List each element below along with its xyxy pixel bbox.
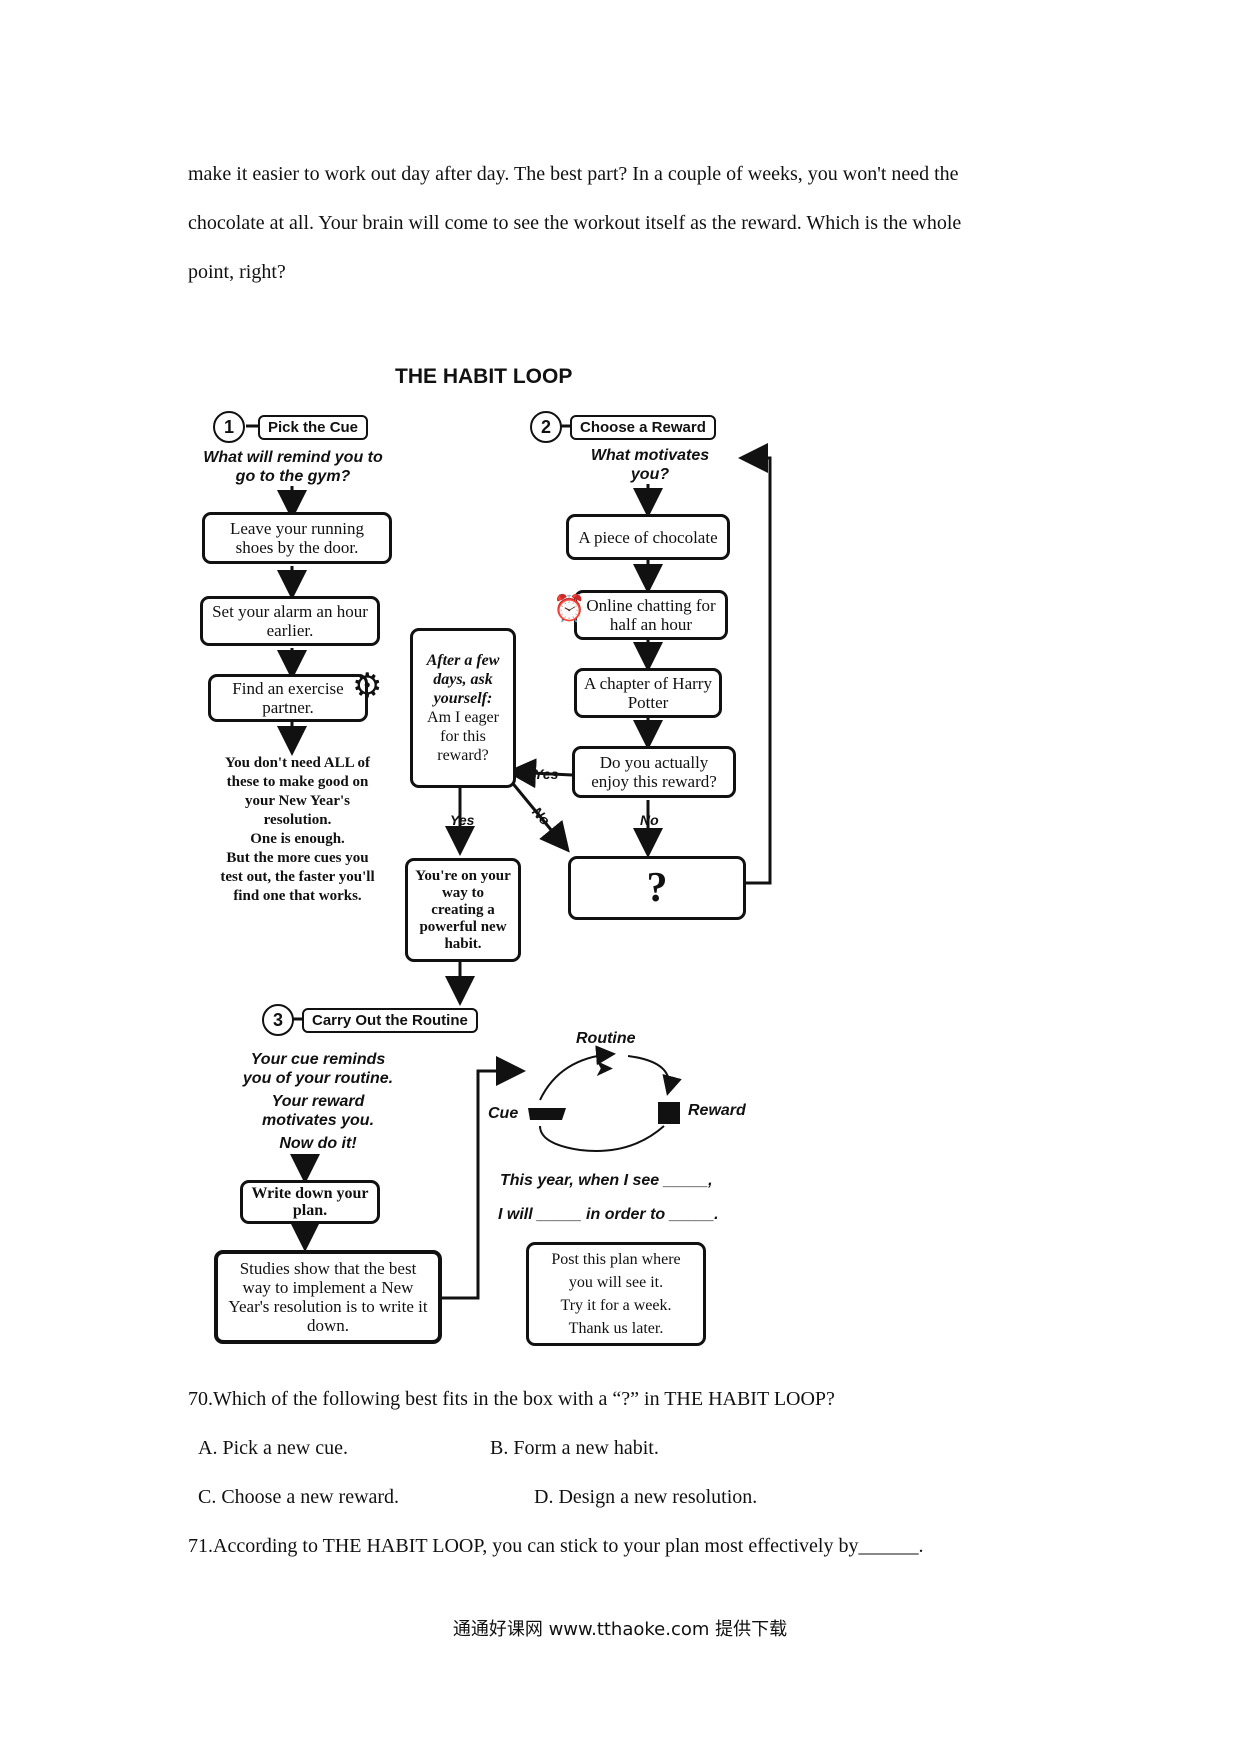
step-1-number: 1	[213, 411, 245, 443]
write-plan-box: Write down your plan.	[240, 1180, 380, 1224]
reward-box-1: A piece of chocolate	[566, 514, 730, 560]
option-d[interactable]: D. Design a new resolution.	[534, 1486, 758, 1508]
note-line: resolution.	[263, 812, 332, 828]
running-people-icon: ⚙	[352, 668, 383, 705]
no-label-2: No	[640, 812, 659, 828]
step-1-note: You don't need ALL of these to make good…	[190, 754, 405, 906]
runner-icon: ➤	[594, 1056, 615, 1082]
step-2-label: Choose a Reward	[570, 415, 716, 440]
post-line: you will see it.	[568, 1274, 664, 1291]
loop-reward-label: Reward	[688, 1102, 746, 1119]
reward-box-3: A chapter of Harry Potter	[574, 668, 722, 718]
ask-plain: Am I eager for this reward?	[427, 709, 499, 764]
enjoy-reward-box: Do you actually enjoy this reward?	[572, 746, 736, 798]
post-plan-box: Post this plan where you will see it. Tr…	[526, 1242, 706, 1346]
reward-box-2: Online chatting for half an hour	[574, 590, 728, 640]
step3-line: motivates you.	[261, 1112, 375, 1129]
unknown-box: ?	[568, 856, 746, 920]
note-line: You don't need ALL of	[224, 755, 371, 771]
diagram-title: THE HABIT LOOP	[395, 365, 573, 388]
step-2-number: 2	[530, 411, 562, 443]
post-line: Try it for a week.	[560, 1297, 672, 1314]
studies-box: Studies show that the best way to implem…	[214, 1250, 442, 1344]
plan-line-2: I will _____ in order to _____.	[498, 1206, 719, 1223]
yes-label-1: Yes	[534, 766, 559, 782]
post-line: Post this plan where	[551, 1251, 681, 1268]
alarm-clock-icon: ⏰	[553, 594, 586, 623]
post-line: Thank us later.	[568, 1320, 664, 1337]
note-line: But the more cues you	[226, 850, 369, 866]
page-footer: 通通好课网 www.tthaoke.com 提供下载	[452, 1619, 788, 1640]
step-3-number: 3	[262, 1004, 294, 1036]
step-2-question: What motivates you?	[590, 447, 710, 483]
loop-routine-label: Routine	[576, 1030, 636, 1047]
new-habit-box: You're on your way to creating a powerfu…	[405, 858, 521, 962]
reward-shape	[658, 1102, 680, 1124]
option-a[interactable]: A. Pick a new cue.	[198, 1437, 348, 1459]
question-70: 70.Which of the following best fits in t…	[188, 1388, 835, 1410]
cue-box-1: Leave your running shoes by the door.	[202, 512, 392, 564]
passage-line-1: make it easier to work out day after day…	[188, 163, 959, 185]
passage-line-2: chocolate at all. Your brain will come t…	[188, 212, 962, 234]
step3-line: Your reward	[271, 1093, 365, 1110]
cue-box-3: Find an exercise partner.	[208, 674, 368, 722]
step3-line: Your cue reminds	[250, 1051, 386, 1068]
note-line: test out, the faster you'll	[220, 869, 375, 885]
passage-line-3: point, right?	[188, 261, 286, 283]
plan-line-1: This year, when I see _____,	[500, 1172, 713, 1189]
option-b[interactable]: B. Form a new habit.	[490, 1437, 659, 1459]
step-3-label: Carry Out the Routine	[302, 1008, 478, 1033]
step3-line: Now do it!	[279, 1135, 357, 1152]
note-line: these to make good on	[226, 774, 369, 790]
question-71: 71.According to THE HABIT LOOP, you can …	[188, 1535, 924, 1557]
note-line: One is enough.	[250, 831, 345, 847]
option-c[interactable]: C. Choose a new reward.	[198, 1486, 400, 1508]
step-1-label: Pick the Cue	[258, 415, 369, 440]
step-3-text: Your cue reminds you of your routine. Yo…	[218, 1050, 418, 1153]
ask-italic: After a few days, ask yourself:	[426, 652, 500, 707]
step3-line: you of your routine.	[242, 1070, 394, 1087]
ask-yourself-box: After a few days, ask yourself: Am I eag…	[410, 628, 516, 788]
yes-label-2: Yes	[450, 812, 475, 828]
cue-box-2: Set your alarm an hour earlier.	[200, 596, 380, 646]
loop-cue-label: Cue	[488, 1105, 519, 1122]
note-line: find one that works.	[233, 888, 362, 904]
step-1-question: What will remind you to go to the gym?	[203, 449, 383, 485]
note-line: your New Year's	[245, 793, 350, 809]
